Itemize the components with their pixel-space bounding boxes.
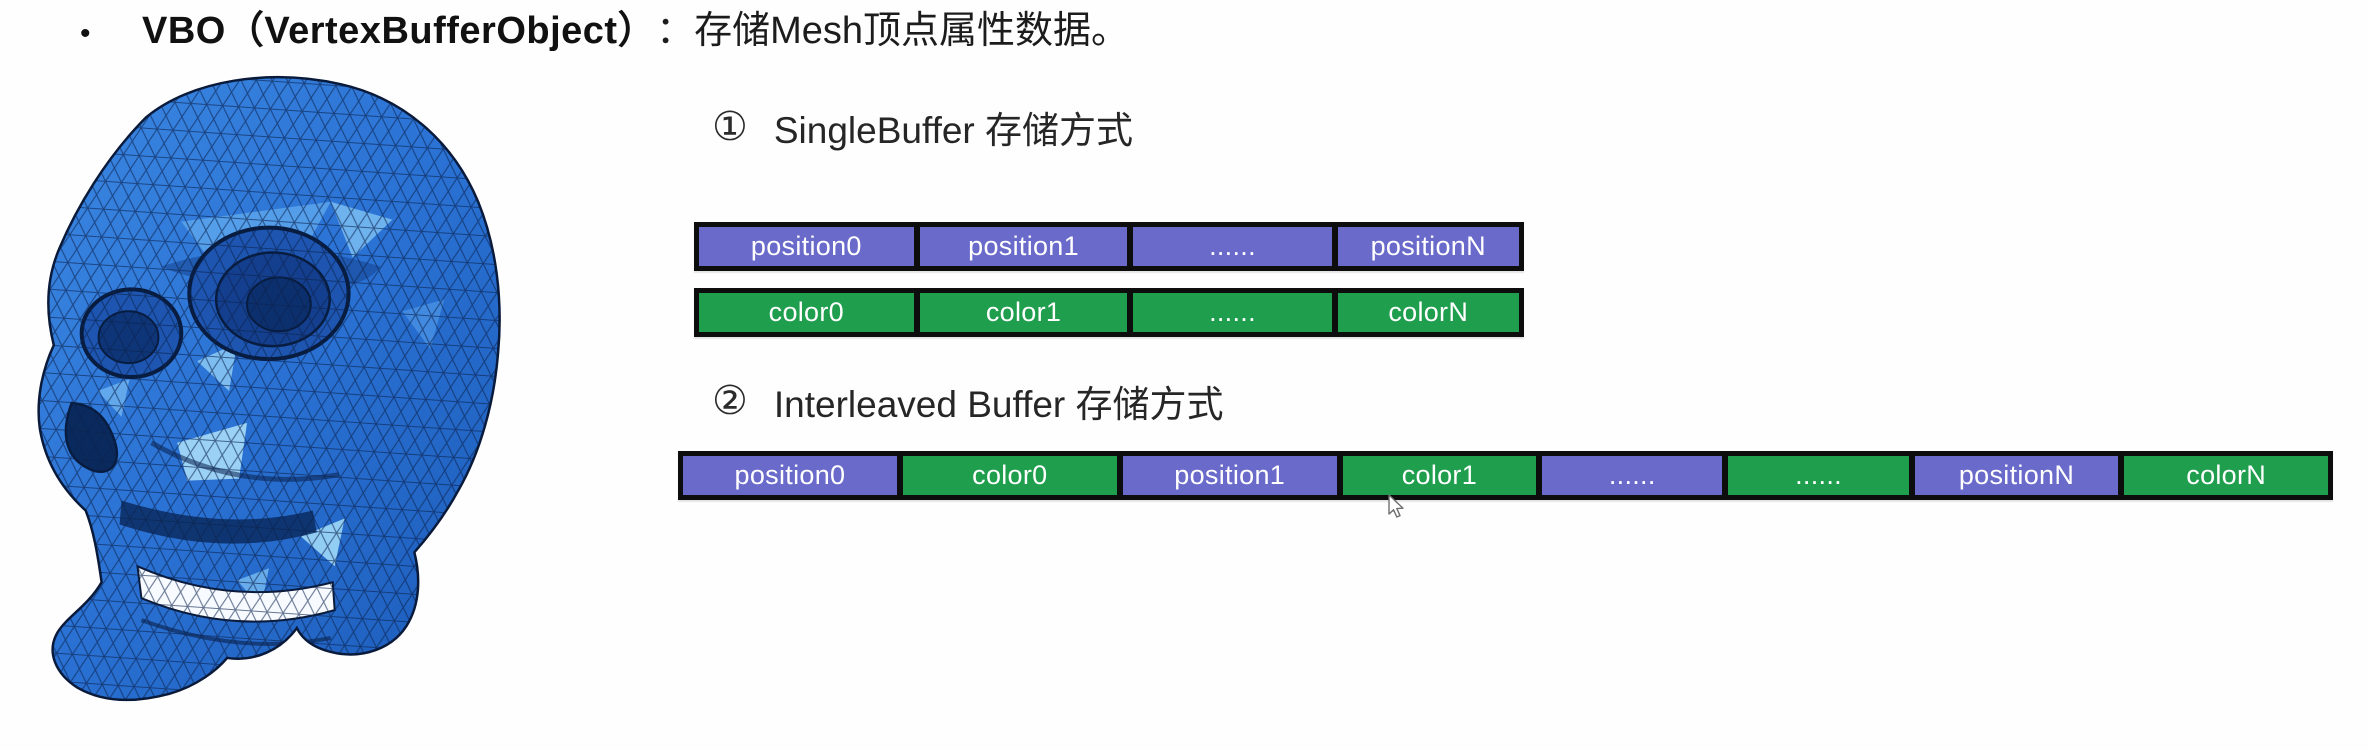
title-description: ：存储Mesh顶点属性数据。 bbox=[656, 10, 1130, 52]
interleaved-cell-position1: position1 bbox=[1122, 456, 1337, 495]
buffer-cell-color1: color1 bbox=[919, 293, 1128, 332]
circled-two-marker: ② bbox=[712, 379, 748, 423]
interleaved-cell-color0: color0 bbox=[902, 456, 1117, 495]
section-interleaved-header: ② Interleaved Buffer 存储方式 bbox=[712, 376, 1224, 426]
title-term: VBO（VertexBufferObject） bbox=[142, 10, 657, 52]
interleaved-cell-ellipsis-color: ...... bbox=[1728, 456, 1909, 495]
section-singlebuffer-header: ① SingleBuffer 存储方式 bbox=[712, 102, 1133, 152]
buffer-cell-color-ellipsis: ...... bbox=[1133, 293, 1332, 332]
buffer-cell-positionN: positionN bbox=[1337, 227, 1519, 266]
interleaved-cell-colorN: colorN bbox=[2124, 456, 2329, 495]
buffer-cell-position1: position1 bbox=[919, 227, 1128, 266]
bullet-icon: • bbox=[80, 17, 91, 50]
interleaved-cell-color1: color1 bbox=[1342, 456, 1537, 495]
buffer-cell-position0: position0 bbox=[699, 227, 914, 266]
interleaved-cell-ellipsis-position: ...... bbox=[1542, 456, 1723, 495]
buffer-cell-color0: color0 bbox=[699, 293, 914, 332]
interleaved-cell-positionN: positionN bbox=[1914, 456, 2119, 495]
skull-mesh-image bbox=[2, 60, 510, 712]
buffer-cell-position-ellipsis: ...... bbox=[1133, 227, 1332, 266]
slide-title: • VBO（VertexBufferObject） ：存储Mesh顶点属性数据。 bbox=[80, 8, 1129, 57]
interleaved-heading: Interleaved Buffer 存储方式 bbox=[773, 384, 1224, 425]
singlebuffer-position-row: position0 position1 ...... positionN bbox=[694, 222, 1524, 271]
triangulated-mesh-skull-icon bbox=[37, 76, 501, 702]
buffer-cell-colorN: colorN bbox=[1337, 293, 1519, 332]
singlebuffer-heading: SingleBuffer 存储方式 bbox=[773, 110, 1134, 151]
singlebuffer-color-row: color0 color1 ...... colorN bbox=[694, 288, 1524, 337]
arrow-cursor-icon bbox=[1386, 494, 1408, 520]
interleaved-buffer-row: position0 color0 position1 color1 ......… bbox=[678, 451, 2333, 500]
interleaved-cell-position0: position0 bbox=[683, 456, 897, 495]
circled-one-marker: ① bbox=[712, 105, 748, 149]
